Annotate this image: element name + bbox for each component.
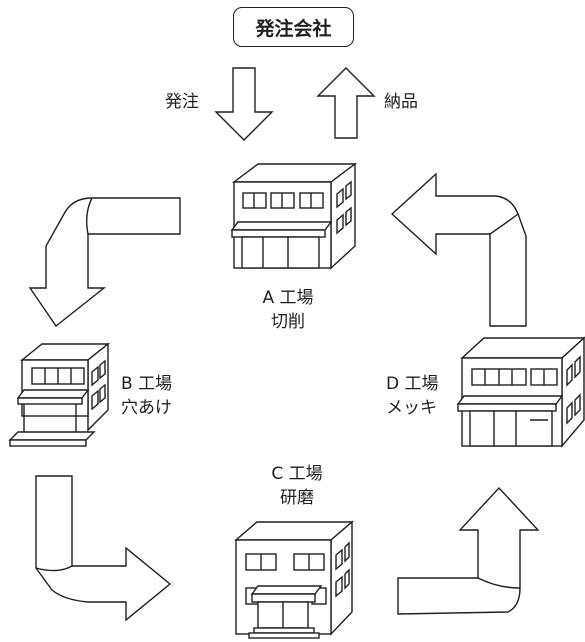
factory-c-building (236, 522, 352, 638)
factory-d-building (458, 338, 584, 446)
order-label: 発注 (165, 90, 199, 114)
factory-b-label: B 工場 穴あけ (121, 372, 172, 420)
arrow-d-to-a (392, 174, 526, 326)
factory-a-name: A 工場 (248, 286, 328, 310)
factory-c-process: 研磨 (262, 486, 332, 510)
ordering-company-box: 発注会社 (233, 7, 354, 47)
factory-b-process: 穴あけ (121, 396, 172, 420)
factory-d-label: D 工場 メッキ (386, 372, 439, 420)
arrow-b-to-c (36, 476, 170, 620)
factory-c-name: C 工場 (262, 462, 332, 486)
factory-a-process: 切削 (248, 310, 328, 334)
factory-b-name: B 工場 (121, 372, 172, 396)
factory-d-name: D 工場 (386, 372, 439, 396)
factory-a-label: A 工場 切削 (248, 286, 328, 334)
factory-b-building (10, 344, 108, 446)
arrow-a-to-b (30, 198, 180, 326)
delivery-arrow (318, 68, 374, 138)
delivery-label: 納品 (384, 90, 418, 114)
factory-a-building (232, 164, 355, 268)
arrow-c-to-d (398, 488, 538, 614)
order-arrow (216, 68, 272, 140)
factory-d-process: メッキ (386, 396, 439, 420)
factory-c-label: C 工場 研磨 (262, 462, 332, 510)
